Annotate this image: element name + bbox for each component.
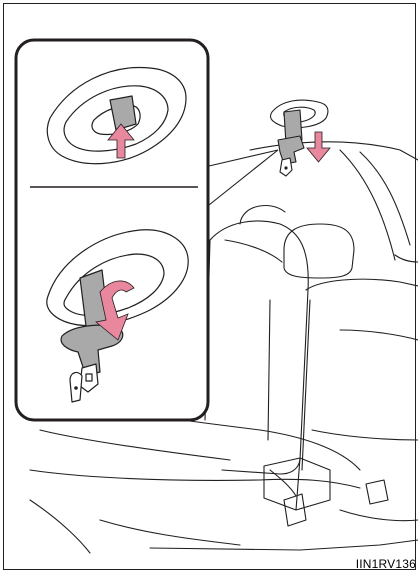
right-seatback — [306, 279, 418, 290]
figure-code: IIN1RV136 — [356, 557, 416, 571]
down-arrow-icon — [307, 132, 330, 162]
buckle-right — [366, 480, 388, 504]
callout-leader — [209, 150, 278, 205]
center-headrest — [284, 224, 354, 278]
